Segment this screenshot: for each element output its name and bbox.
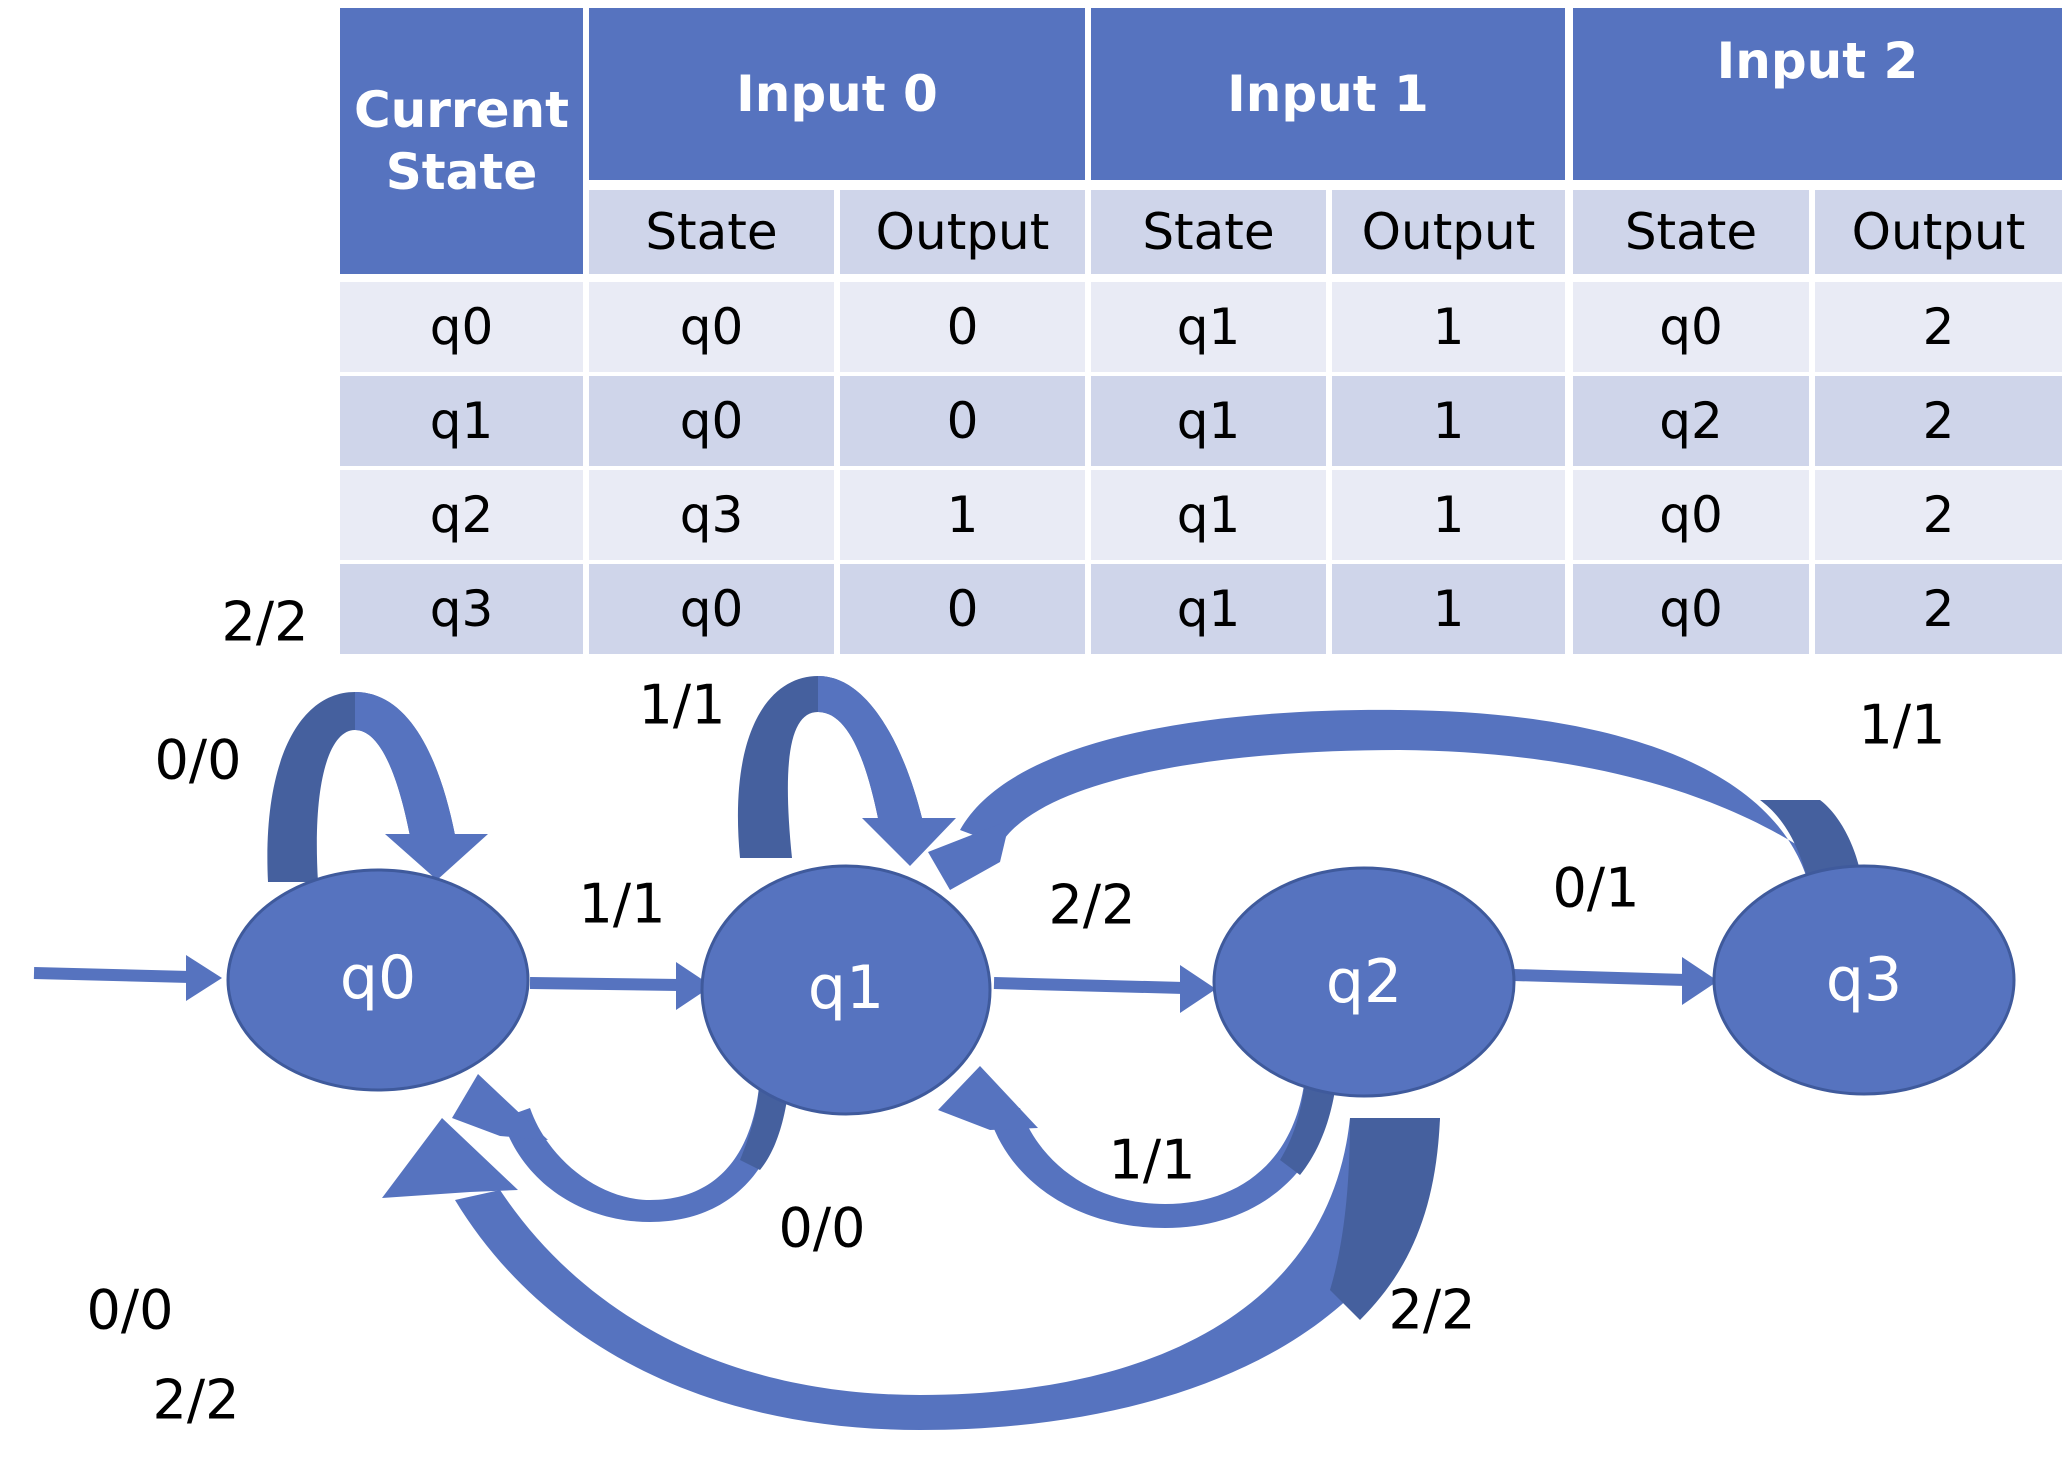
edge-label-q0-self: 0/0 bbox=[154, 728, 242, 792]
header-input-2: Input 2 bbox=[1573, 8, 2062, 180]
edge-label-q2-to-q0: 2/2 bbox=[1388, 1278, 1476, 1342]
table-cell-output: 1 bbox=[1332, 470, 1565, 560]
subheader-state: State bbox=[1091, 190, 1326, 274]
subheader-output: Output bbox=[1815, 190, 2062, 274]
edge-label-q3-to-q1: 1/1 bbox=[1858, 693, 1946, 757]
state-transition-table: Current State Input 0 Input 1 Input 2 St… bbox=[340, 8, 2062, 654]
table-cell-next-state: q0 bbox=[589, 282, 834, 372]
edge-label-q1-to-q2: 2/2 bbox=[1048, 873, 1136, 937]
edge-label-q1-to-q0: 0/0 bbox=[778, 1196, 866, 1260]
q1-self-loop-arrow bbox=[737, 676, 956, 866]
table-cell-output: 1 bbox=[1332, 282, 1565, 372]
edge-label-q2-to-q3: 0/1 bbox=[1552, 856, 1640, 920]
header-input-0: Input 0 bbox=[589, 8, 1085, 180]
q2-to-q0-arrow bbox=[382, 1118, 1440, 1430]
state-node-q2: q2 bbox=[1212, 866, 1516, 1098]
state-label-q3: q3 bbox=[1826, 945, 1902, 1015]
table-cell-next-state: q1 bbox=[1091, 564, 1326, 654]
q1-to-q2-arrow bbox=[993, 965, 1216, 1013]
table-cell-next-state: q0 bbox=[1573, 282, 1809, 372]
edge-label-q1-self: 1/1 bbox=[638, 673, 726, 737]
table-cell-output: 2 bbox=[1815, 470, 2062, 560]
q0-to-q1-arrow bbox=[529, 962, 712, 1010]
table-cell-next-state: q0 bbox=[1573, 470, 1809, 560]
table-cell-output: 2 bbox=[1815, 282, 2062, 372]
q2-to-q3-arrow bbox=[1513, 957, 1718, 1005]
table-cell-next-state: q1 bbox=[1091, 470, 1326, 560]
state-node-q3: q3 bbox=[1712, 864, 2016, 1096]
table-cell-next-state: q0 bbox=[589, 376, 834, 466]
table-cell-output: 1 bbox=[840, 470, 1085, 560]
state-label-q0: q0 bbox=[340, 943, 416, 1013]
table-cell-next-state: q3 bbox=[589, 470, 834, 560]
edge-label-bottom-left-0: 0/0 bbox=[86, 1278, 174, 1342]
start-arrow bbox=[33, 955, 222, 1001]
table-cell-next-state: q0 bbox=[1573, 564, 1809, 654]
state-label-q2: q2 bbox=[1326, 947, 1402, 1017]
table-cell-next-state: q0 bbox=[589, 564, 834, 654]
edge-label-bottom-left-2: 2/2 bbox=[152, 1368, 240, 1432]
table-cell-output: 1 bbox=[1332, 376, 1565, 466]
table-cell-current-state: q3 bbox=[340, 564, 583, 654]
table-cell-next-state: q1 bbox=[1091, 282, 1326, 372]
table-cell-output: 1 bbox=[1332, 564, 1565, 654]
subheader-state: State bbox=[1573, 190, 1809, 274]
subheader-output: Output bbox=[840, 190, 1085, 274]
table-cell-output: 2 bbox=[1815, 376, 2062, 466]
table-cell-current-state: q2 bbox=[340, 470, 583, 560]
state-label-q1: q1 bbox=[808, 953, 884, 1023]
table-cell-next-state: q2 bbox=[1573, 376, 1809, 466]
table-cell-output: 2 bbox=[1815, 564, 2062, 654]
edge-label-q0-to-q1: 1/1 bbox=[578, 872, 666, 936]
subheader-output: Output bbox=[1332, 190, 1565, 274]
header-current-state: Current State bbox=[340, 8, 583, 274]
table-cell-current-state: q0 bbox=[340, 282, 583, 372]
edge-label-q2-to-q1: 1/1 bbox=[1108, 1128, 1196, 1192]
edge-label-q0-top-2: 2/2 bbox=[221, 590, 309, 654]
subheader-state: State bbox=[589, 190, 834, 274]
header-input-1: Input 1 bbox=[1091, 8, 1565, 180]
table-cell-next-state: q1 bbox=[1091, 376, 1326, 466]
table-cell-current-state: q1 bbox=[340, 376, 583, 466]
state-node-q1: q1 bbox=[700, 864, 992, 1116]
state-node-q0: q0 bbox=[226, 868, 530, 1092]
table-cell-output: 0 bbox=[840, 564, 1085, 654]
q0-self-loop-arrow bbox=[267, 692, 488, 882]
table-cell-output: 0 bbox=[840, 282, 1085, 372]
table-cell-output: 0 bbox=[840, 376, 1085, 466]
